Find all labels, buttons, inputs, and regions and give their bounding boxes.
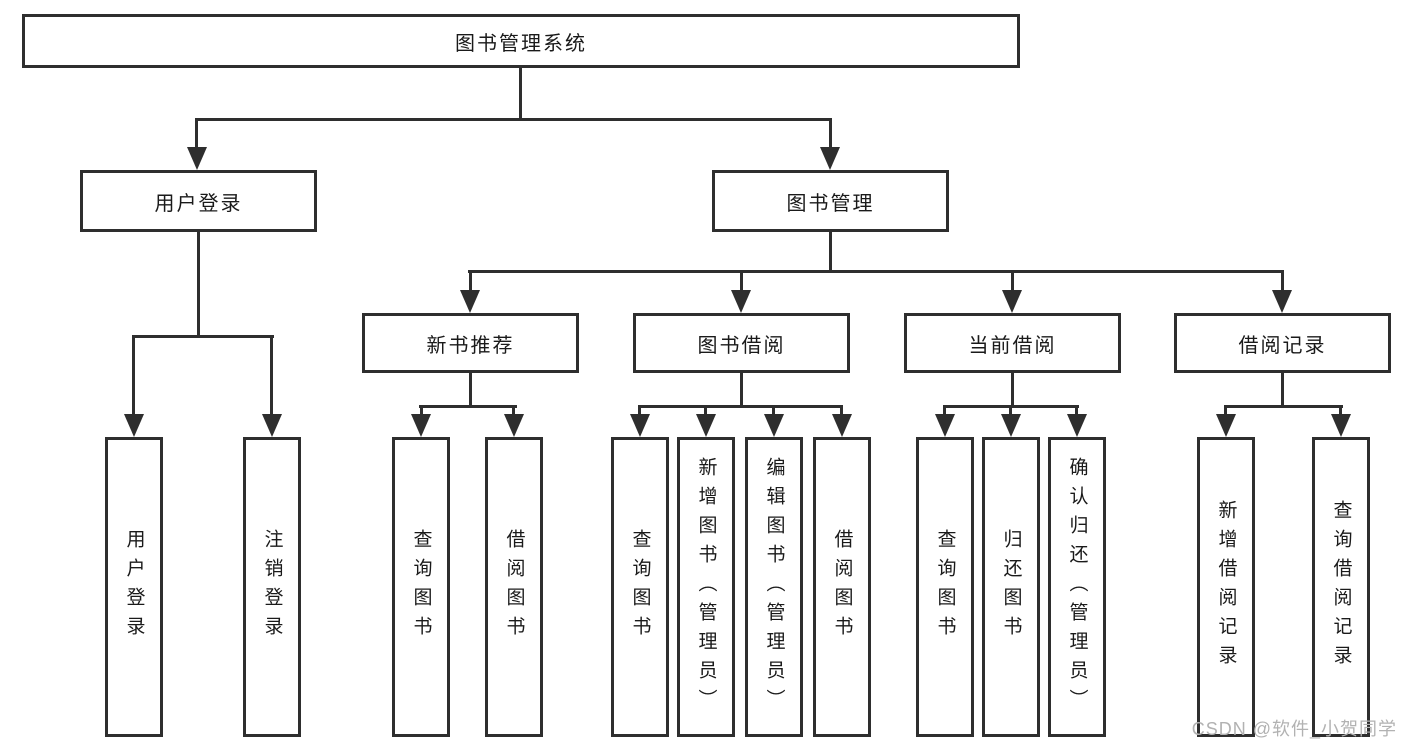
leaf-query-books-borrow-label: 查询图书 [629,529,651,645]
connector-line [638,405,843,408]
arrow-down-icon [411,414,431,437]
arrow-down-icon [630,414,650,437]
node-current-borrow: 当前借阅 [904,313,1121,373]
node-new-book-recommend-label: 新书推荐 [426,334,515,357]
leaf-query-borrow-record: 查询借阅记录 [1312,437,1370,737]
connector-line [840,405,843,417]
connector-line [943,405,946,417]
leaf-add-book-admin: 新增图书（管理员） [677,437,735,737]
connector-line [197,232,200,337]
leaf-query-books-borrow: 查询图书 [611,437,669,737]
arrow-down-icon [1216,414,1236,437]
leaf-borrow-books-borrow-label: 借阅图书 [831,529,853,645]
leaf-return-book-label: 归还图书 [1000,529,1022,645]
leaf-edit-book-admin-label: 编辑图书（管理员） [763,456,785,718]
node-book-borrow-label: 图书借阅 [697,334,786,357]
connector-line [132,335,135,415]
connector-line [1011,270,1014,292]
node-borrow-record: 借阅记录 [1174,313,1391,373]
node-root-label: 图书管理系统 [455,32,587,55]
arrow-down-icon [935,414,955,437]
arrow-down-icon [460,290,480,313]
leaf-query-books-current: 查询图书 [916,437,974,737]
connector-line [829,232,832,272]
arrow-down-icon [1002,290,1022,313]
connector-line [469,373,472,407]
connector-line [519,68,522,120]
arrow-down-icon [832,414,852,437]
connector-line [704,405,707,417]
connector-line [1075,405,1078,417]
arrow-down-icon [1067,414,1087,437]
connector-line [1009,405,1012,417]
leaf-edit-book-admin: 编辑图书（管理员） [745,437,803,737]
arrow-down-icon [764,414,784,437]
leaf-borrow-books-newbook-label: 借阅图书 [503,529,525,645]
connector-line [419,405,517,408]
leaf-return-book: 归还图书 [982,437,1040,737]
node-user-login: 用户登录 [80,170,317,232]
leaf-query-books-newbook: 查询图书 [392,437,450,737]
connector-line [420,405,423,417]
csdn-watermark: CSDN @软件_小贺同学 [1191,719,1397,739]
connector-line [195,118,832,121]
connector-line [512,405,515,417]
leaf-add-book-admin-label: 新增图书（管理员） [695,456,717,718]
connector-line [468,270,1284,273]
connector-line [195,118,198,150]
leaf-add-borrow-record: 新增借阅记录 [1197,437,1255,737]
node-new-book-recommend: 新书推荐 [362,313,579,373]
arrow-down-icon [124,414,144,437]
connector-line [1224,405,1343,408]
leaf-add-borrow-record-label: 新增借阅记录 [1215,500,1237,674]
connector-line [740,270,743,292]
leaf-user-login: 用户登录 [105,437,163,737]
arrow-down-icon [731,290,751,313]
leaf-confirm-return-admin-label: 确认归还（管理员） [1066,456,1088,718]
leaf-logout: 注销登录 [243,437,301,737]
leaf-query-books-current-label: 查询图书 [934,529,956,645]
node-book-management-label: 图书管理 [786,192,875,215]
node-current-borrow-label: 当前借阅 [968,334,1057,357]
connector-line [469,270,472,292]
connector-line [1224,405,1227,417]
connector-line [772,405,775,417]
connector-line [1281,373,1284,407]
arrow-down-icon [1001,414,1021,437]
node-book-borrow: 图书借阅 [633,313,850,373]
connector-line [1011,373,1014,407]
arrow-down-icon [187,147,207,170]
leaf-query-borrow-record-label: 查询借阅记录 [1330,500,1352,674]
leaf-query-books-newbook-label: 查询图书 [410,529,432,645]
arrow-down-icon [504,414,524,437]
arrow-down-icon [262,414,282,437]
node-borrow-record-label: 借阅记录 [1238,334,1327,357]
leaf-confirm-return-admin: 确认归还（管理员） [1048,437,1106,737]
leaf-borrow-books-borrow: 借阅图书 [813,437,871,737]
leaf-borrow-books-newbook: 借阅图书 [485,437,543,737]
node-book-management: 图书管理 [712,170,949,232]
leaf-logout-label: 注销登录 [261,529,283,645]
connector-line [1281,270,1284,292]
arrow-down-icon [1331,414,1351,437]
connector-line [132,335,274,338]
leaf-user-login-label: 用户登录 [123,529,145,645]
connector-line [270,335,273,415]
connector-line [638,405,641,417]
node-user-login-label: 用户登录 [154,192,243,215]
connector-line [829,118,832,150]
arrow-down-icon [820,147,840,170]
connector-line [740,373,743,407]
node-root: 图书管理系统 [22,14,1020,68]
connector-line [1339,405,1342,417]
arrow-down-icon [696,414,716,437]
arrow-down-icon [1272,290,1292,313]
